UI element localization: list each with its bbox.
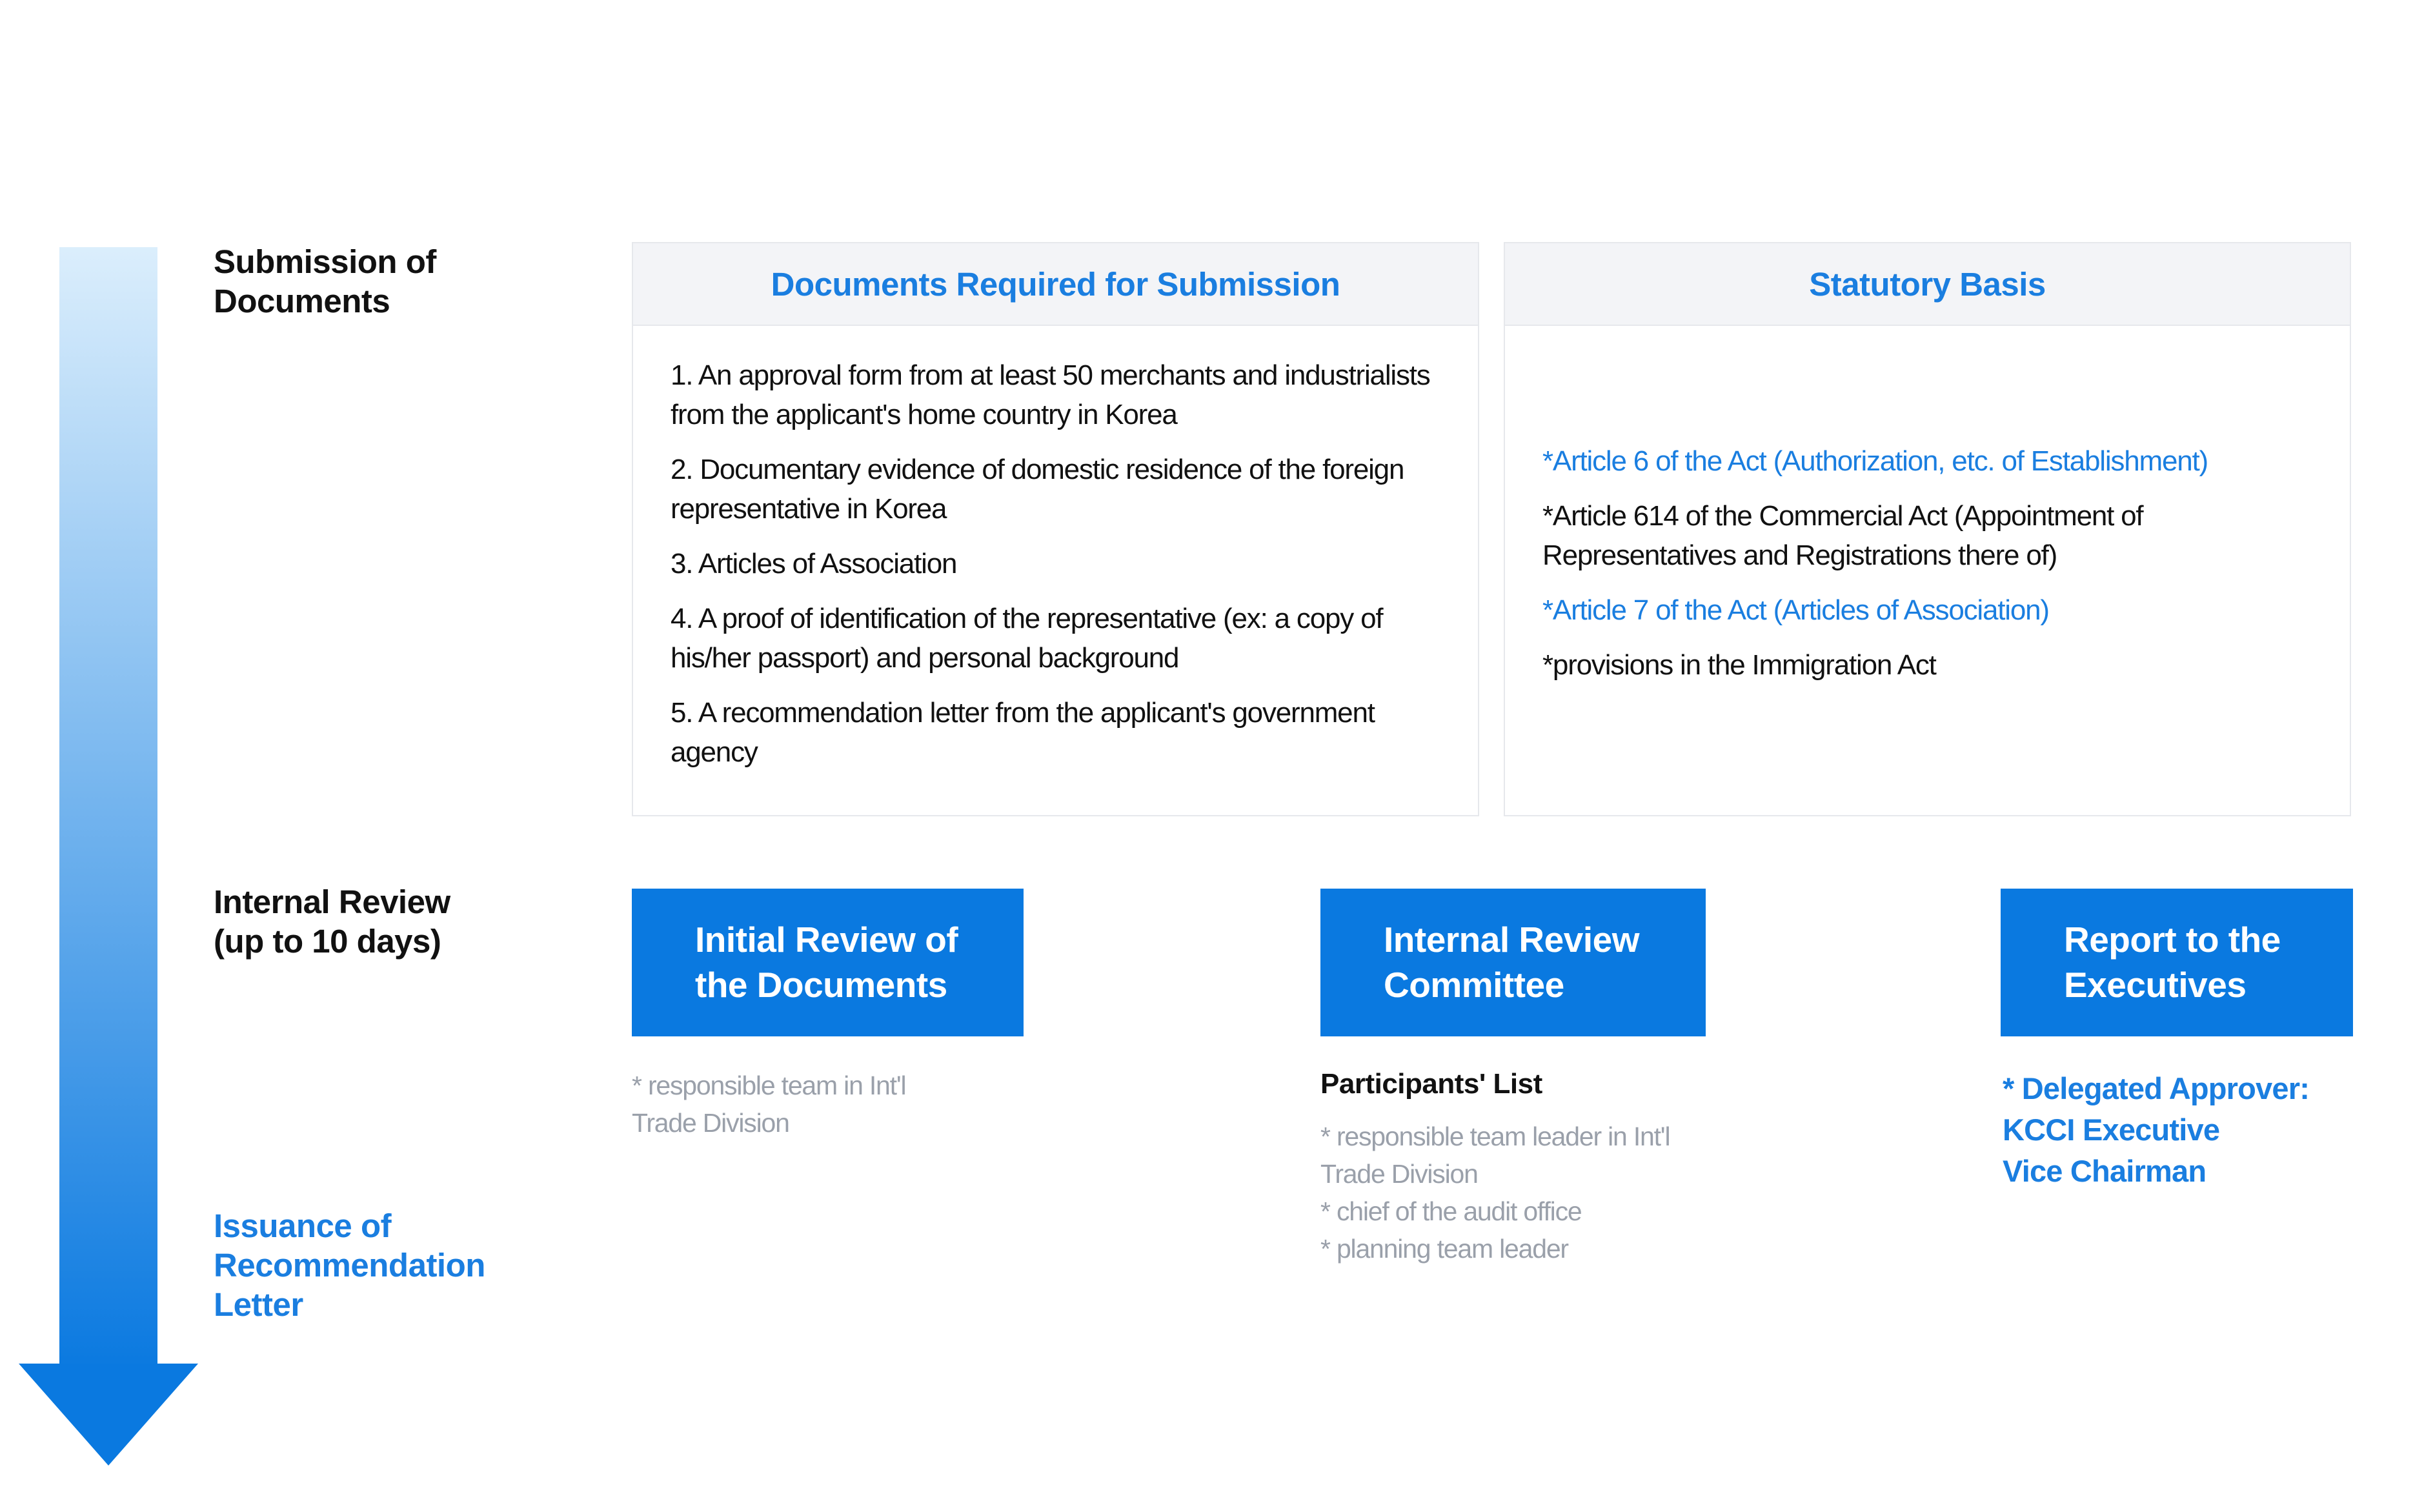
statutory-item: *Article 7 of the Act (Articles of Assoc…	[1542, 594, 2050, 626]
documents-card-title: Documents Required for Submission	[633, 243, 1478, 326]
participants-list: * responsible team leader in Int'l Trade…	[1320, 1122, 1671, 1264]
delegated-approver-note: * Delegated Approver: KCCI Executive Vic…	[2003, 1071, 2310, 1188]
stage-submission-label: Submission of Documents	[214, 243, 436, 319]
stage-internal-review-label: Internal Review (up to 10 days)	[214, 883, 450, 960]
step-report-executives: Report to the Executives	[2001, 889, 2353, 1036]
step-internal-review-committee: Internal Review Committee	[1320, 889, 1706, 1036]
statutory-list: *Article 6 of the Act (Authorization, et…	[1542, 326, 2312, 685]
statutory-item: *Article 614 of the Commercial Act (Appo…	[1542, 500, 2144, 571]
process-flow-arrow	[19, 247, 198, 1466]
document-item: 5. A recommendation letter from the appl…	[671, 697, 1375, 768]
document-item: 2. Documentary evidence of domestic resi…	[671, 454, 1404, 525]
initial-review-note: * responsible team in Int'l Trade Divisi…	[632, 1071, 907, 1138]
document-item: 4. A proof of identification of the repr…	[671, 603, 1384, 674]
documents-list: 1. An approval form from at least 50 mer…	[671, 326, 1440, 772]
step-initial-review: Initial Review of the Documents	[632, 889, 1024, 1036]
statutory-item: *provisions in the Immigration Act	[1542, 649, 1937, 681]
statutory-card: Statutory Basis *Article 6 of the Act (A…	[1504, 242, 2351, 816]
documents-card: Documents Required for Submission 1. An …	[632, 242, 1479, 816]
statutory-card-title: Statutory Basis	[1505, 243, 2350, 326]
stage-issuance-label: Issuance of Recommendation Letter	[214, 1207, 485, 1323]
document-item: 3. Articles of Association	[671, 548, 957, 580]
statutory-item: *Article 6 of the Act (Authorization, et…	[1542, 445, 2208, 477]
participants-list-title: Participants' List	[1320, 1068, 1542, 1100]
document-item: 1. An approval form from at least 50 mer…	[671, 359, 1431, 430]
